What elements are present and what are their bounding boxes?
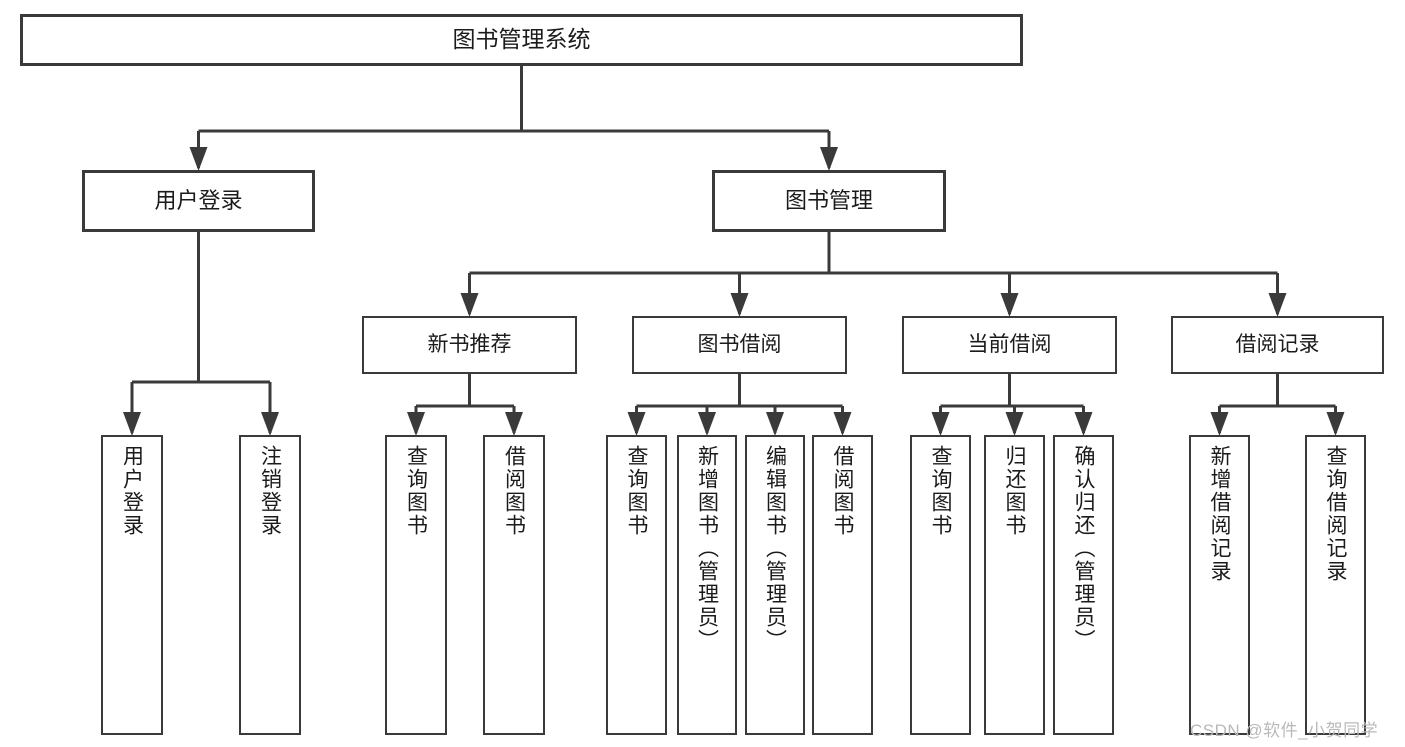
node-user-login[interactable]: 用户登录 — [82, 170, 315, 232]
node-book-borrow[interactable]: 图书借阅 — [632, 316, 847, 374]
leaf-add-borrow-record[interactable]: 新增借阅记录 — [1189, 435, 1250, 735]
node-current-borrow-label: 当前借阅 — [967, 333, 1052, 357]
leaf-user-login[interactable]: 用户登录 — [101, 435, 163, 735]
node-borrow-record-label: 借阅记录 — [1235, 333, 1320, 357]
leaf-query-book-1-label: 查询图书 — [404, 445, 428, 537]
leaf-borrow-book-1-label: 借阅图书 — [502, 445, 526, 537]
leaf-edit-book[interactable]: 编辑图书（管理员） — [745, 435, 805, 735]
node-book-borrow-label: 图书借阅 — [697, 333, 782, 357]
leaf-add-book-label: 新增图书（管理员） — [695, 445, 719, 652]
leaf-return-book[interactable]: 归还图书 — [984, 435, 1045, 735]
leaf-add-borrow-record-label: 新增借阅记录 — [1208, 445, 1231, 583]
leaf-user-login-label: 用户登录 — [120, 445, 144, 537]
node-user-login-label: 用户登录 — [154, 187, 243, 213]
leaf-confirm-return-label: 确认归还（管理员） — [1072, 445, 1095, 652]
leaf-query-borrow-record-label: 查询借阅记录 — [1324, 445, 1347, 583]
leaf-borrow-book-2[interactable]: 借阅图书 — [812, 435, 873, 735]
leaf-user-logout[interactable]: 注销登录 — [239, 435, 301, 735]
leaf-query-book-3[interactable]: 查询图书 — [910, 435, 971, 735]
node-new-book-recommend-label: 新书推荐 — [427, 333, 512, 357]
leaf-query-book-2-label: 查询图书 — [625, 445, 648, 537]
leaf-borrow-book-1[interactable]: 借阅图书 — [483, 435, 545, 735]
node-root-label: 图书管理系统 — [452, 26, 591, 53]
leaf-add-book[interactable]: 新增图书（管理员） — [677, 435, 737, 735]
leaf-return-book-label: 归还图书 — [1003, 445, 1026, 537]
leaf-borrow-book-2-label: 借阅图书 — [831, 445, 854, 537]
leaf-query-book-2[interactable]: 查询图书 — [606, 435, 667, 735]
leaf-user-logout-label: 注销登录 — [258, 445, 282, 537]
leaf-query-book-3-label: 查询图书 — [929, 445, 952, 537]
node-current-borrow[interactable]: 当前借阅 — [902, 316, 1117, 374]
leaf-query-book-1[interactable]: 查询图书 — [385, 435, 447, 735]
csdn-watermark: CSDN @软件_小贺同学 — [1190, 721, 1379, 740]
leaf-confirm-return[interactable]: 确认归还（管理员） — [1053, 435, 1114, 735]
node-book-manage[interactable]: 图书管理 — [712, 170, 946, 232]
node-new-book-recommend[interactable]: 新书推荐 — [362, 316, 577, 374]
leaf-edit-book-label: 编辑图书（管理员） — [763, 445, 787, 652]
node-book-manage-label: 图书管理 — [784, 187, 873, 213]
leaf-query-borrow-record[interactable]: 查询借阅记录 — [1305, 435, 1366, 735]
node-borrow-record[interactable]: 借阅记录 — [1171, 316, 1384, 374]
node-root[interactable]: 图书管理系统 — [20, 14, 1023, 66]
